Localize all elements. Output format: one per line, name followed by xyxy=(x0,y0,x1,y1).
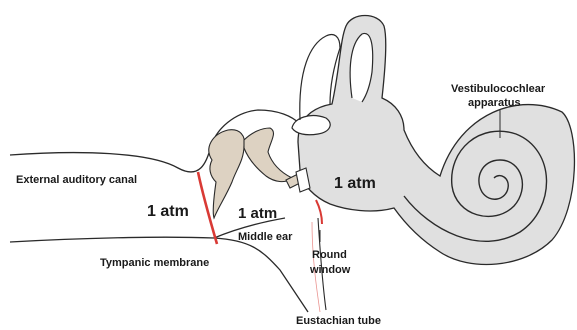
semicircular-canal-lateral xyxy=(292,116,330,135)
label-middle-pressure: 1 atm xyxy=(238,205,277,222)
label-middle-ear: Middle ear xyxy=(238,231,293,243)
label-inner-pressure: 1 atm xyxy=(334,175,376,192)
incus xyxy=(244,128,292,182)
label-round-window-1: Round xyxy=(312,249,347,261)
label-vestibulo-1: Vestibulocochlear xyxy=(451,83,546,95)
label-external-canal: External auditory canal xyxy=(16,174,137,186)
round-window xyxy=(316,200,322,224)
label-tympanic: Tympanic membrane xyxy=(100,257,209,269)
canal-lower-wall xyxy=(10,237,308,312)
inner-ear-body xyxy=(298,16,574,265)
label-round-window-2: window xyxy=(309,264,351,276)
canal-upper-wall xyxy=(10,150,210,172)
label-eustachian: Eustachian tube xyxy=(296,315,381,327)
label-outer-pressure: 1 atm xyxy=(147,203,189,220)
label-vestibulo-2: apparatus xyxy=(468,97,521,109)
